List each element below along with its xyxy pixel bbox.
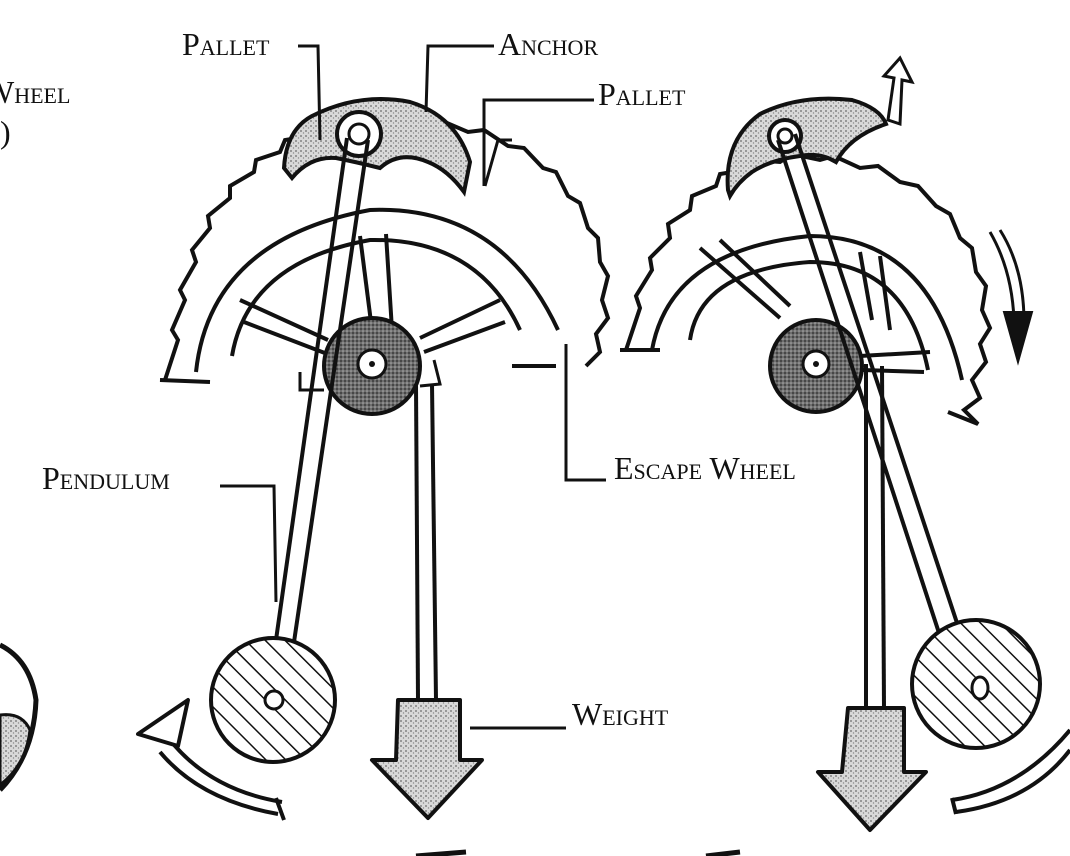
label-paren-partial: )	[0, 114, 11, 150]
pendulum-left	[209, 137, 370, 764]
down-arrow-icon	[816, 706, 928, 832]
left-mechanism	[136, 97, 611, 821]
escape-wheel-teeth-right	[624, 151, 993, 426]
pendulum-right	[776, 133, 1042, 750]
label-anchor: Anchor	[498, 26, 599, 62]
right-mechanism	[620, 55, 1070, 832]
weight-left	[370, 383, 484, 820]
curved-arrow-icon	[988, 229, 1034, 366]
curved-arrow-icon	[881, 55, 915, 127]
label-pendulum: Pendulum	[42, 460, 170, 496]
curved-arrow-icon	[136, 698, 286, 821]
down-arrow-icon	[370, 698, 484, 820]
curved-arrow-icon	[950, 728, 1070, 815]
label-wheel-partial: Wheel	[0, 74, 71, 110]
page-edge-mark	[415, 849, 467, 856]
label-escape-wheel: Escape Wheel	[614, 450, 796, 486]
page-edge-mark	[705, 849, 741, 856]
anchor-right	[725, 55, 915, 201]
weight-right	[816, 364, 928, 832]
label-pallet-right: Pallet	[598, 76, 686, 112]
label-pallet-left: Pallet	[182, 26, 270, 62]
escape-wheel-right	[620, 151, 993, 426]
leader-lines	[220, 44, 606, 730]
label-weight: Weight	[572, 696, 669, 732]
left-partial-figure	[0, 642, 39, 792]
escape-wheel-left	[159, 113, 611, 416]
